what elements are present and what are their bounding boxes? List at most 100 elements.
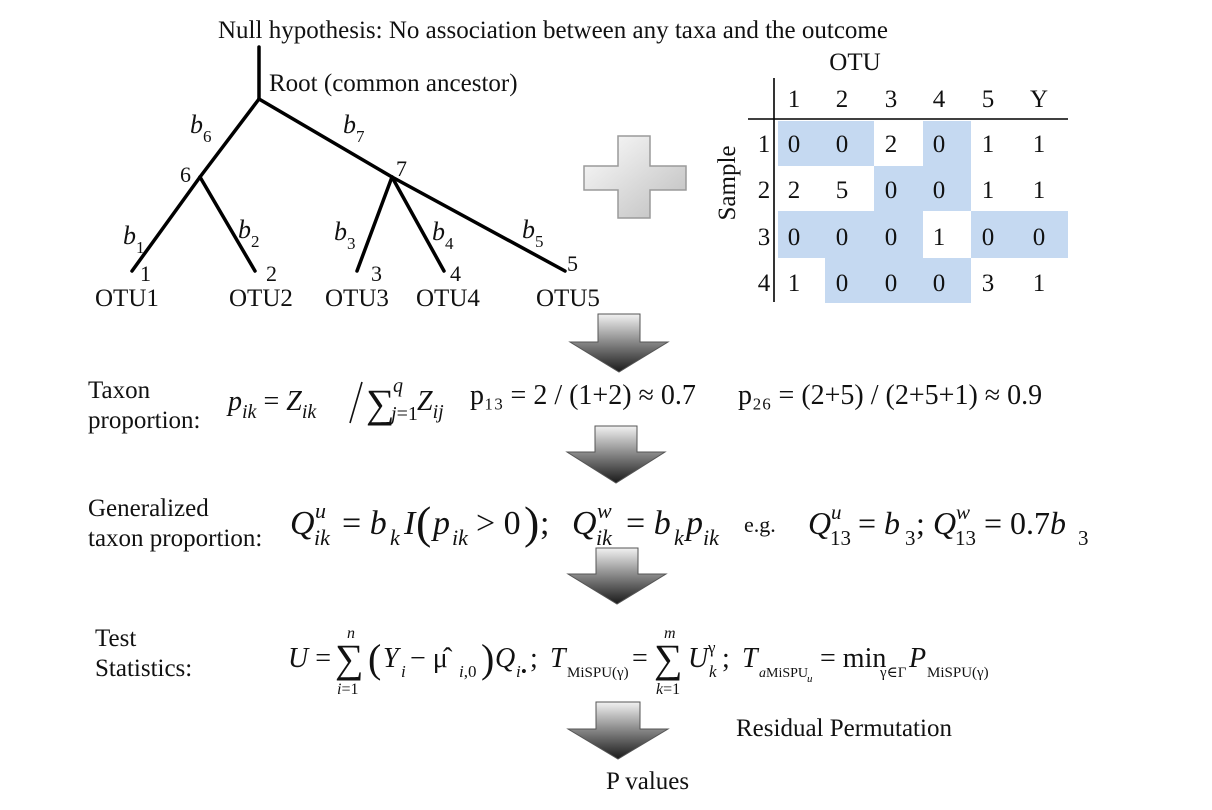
down-arrow-1 <box>568 313 670 373</box>
table-column-header: 1 <box>788 86 801 113</box>
table-cell: 1 <box>982 131 995 158</box>
svg-text:(: ( <box>416 497 431 548</box>
svg-text:U =: U = <box>288 643 331 674</box>
phylogenetic-tree <box>130 45 567 273</box>
svg-text:∑: ∑ <box>335 636 364 681</box>
down-arrow-3 <box>566 547 668 605</box>
branch-label-b2: b2 <box>238 215 260 251</box>
internal-node-7: 7 <box>396 156 407 181</box>
generalized-proportion-label: Generalized taxon proportion: <box>88 495 262 552</box>
branch-label-b6: b6 <box>190 110 212 146</box>
branch-b7 <box>257 97 394 179</box>
svg-text:= b: = b <box>858 505 900 541</box>
svg-text:q: q <box>393 375 403 397</box>
svg-text:Y: Y <box>383 643 402 674</box>
table-cell: 0 <box>788 224 801 251</box>
svg-text:Q: Q <box>572 505 597 542</box>
leaf-label-otu3: OTU3 <box>325 285 389 312</box>
table-cell: 0 <box>836 224 849 251</box>
table-cell: 0 <box>933 270 946 297</box>
branch-label-b4: b4 <box>432 217 454 253</box>
highlight-cell <box>778 121 825 166</box>
score-statistic-formula: U = ∑ n i=1 ( Y i − μ̂ i,0 ) Q i• ; <box>288 625 538 698</box>
table-cell: 0 <box>885 270 898 297</box>
internal-node-6: 6 <box>180 162 191 187</box>
table-cell: 0 <box>933 131 946 158</box>
taxon-proportion-label: Taxon proportion: <box>88 377 201 434</box>
svg-text:MiSPU(γ): MiSPU(γ) <box>927 665 989 681</box>
svg-text:Zij: Zij <box>417 386 444 423</box>
highlight-cell <box>971 211 1020 258</box>
svg-text:13: 13 <box>830 526 851 550</box>
svg-text:∑: ∑ <box>654 636 683 681</box>
svg-text:u: u <box>807 673 813 685</box>
eg-label: e.g. <box>744 512 776 537</box>
svg-text:= 0.7b: = 0.7b <box>984 505 1066 541</box>
table-column-header: 2 <box>836 86 849 113</box>
svg-text:p: p <box>684 505 703 542</box>
branch-b6 <box>198 97 261 179</box>
svg-text:p: p <box>431 505 450 542</box>
svg-text:i•: i• <box>516 662 527 681</box>
svg-text:;: ; <box>540 505 549 542</box>
branch-label-b5: b5 <box>522 215 544 251</box>
branch-label-b7: b7 <box>343 110 365 146</box>
table-cell: 2 <box>788 177 801 204</box>
p-values-label: P values <box>606 768 689 795</box>
branch-b1 <box>130 175 202 273</box>
highlight-cell <box>874 258 923 303</box>
highlight-cell <box>874 166 923 211</box>
leaf-number-4: 4 <box>450 261 461 286</box>
branch-label-b3: b3 <box>334 217 356 253</box>
table-cell: 0 <box>1033 224 1046 251</box>
generalized-proportion-formula: Q u ik = b k I ( p ik > 0 ) ; <box>290 497 549 550</box>
null-hypothesis-title: Null hypothesis: No association between … <box>218 17 888 44</box>
table-cell: 0 <box>836 131 849 158</box>
leaf-number-1: 1 <box>140 261 151 286</box>
svg-text:3: 3 <box>905 526 916 550</box>
svg-text:3: 3 <box>1078 526 1089 550</box>
table-cell: 3 <box>982 270 995 297</box>
taxon-proportion-example-2: p₂₆ = (2+5) / (2+5+1) ≈ 0.9 <box>738 380 1042 411</box>
table-cell: 0 <box>788 131 801 158</box>
table-title: OTU <box>829 49 880 76</box>
leaf-number-5: 5 <box>567 251 578 276</box>
svg-text:T: T <box>550 643 568 674</box>
table-row-header: 4 <box>758 270 771 297</box>
table-cell: 0 <box>933 177 946 204</box>
table-cell: 1 <box>982 177 995 204</box>
table-column-header: 4 <box>933 86 946 113</box>
highlight-cell <box>923 121 971 166</box>
svg-text:i,0: i,0 <box>459 662 476 681</box>
leaf-number-2: 2 <box>266 261 277 286</box>
svg-text:j=1: j=1 <box>388 403 418 425</box>
table-cell: 0 <box>885 177 898 204</box>
highlight-cell <box>825 211 874 258</box>
svg-text:U: U <box>688 643 710 674</box>
svg-text:Q: Q <box>290 505 315 542</box>
svg-text:Q: Q <box>808 505 831 541</box>
residual-permutation-label: Residual Permutation <box>736 715 952 742</box>
taxon-proportion-formula: pik = Zik ∑ q j=1 Zij <box>226 375 444 426</box>
table-row-header: 2 <box>758 177 771 204</box>
branch-label-b1: b1 <box>123 221 145 257</box>
table-cell: 2 <box>885 131 898 158</box>
svg-text:;: ; <box>722 643 730 674</box>
svg-text:w: w <box>956 500 970 524</box>
svg-text:pik = Zik: pik = Zik <box>226 386 317 423</box>
highlight-cell <box>825 121 874 166</box>
svg-text:k: k <box>674 525 685 550</box>
table-cell: 1 <box>788 270 801 297</box>
highlight-cell <box>874 211 923 258</box>
table-cell: 0 <box>836 270 849 297</box>
svg-text:k: k <box>709 662 717 681</box>
svg-text:n: n <box>347 625 355 642</box>
table-cell: 5 <box>836 177 849 204</box>
branch-b4 <box>390 175 446 273</box>
svg-text:∑: ∑ <box>366 381 395 426</box>
test-statistics-label: Test Statistics: <box>95 625 192 682</box>
svg-text:T: T <box>742 643 760 674</box>
